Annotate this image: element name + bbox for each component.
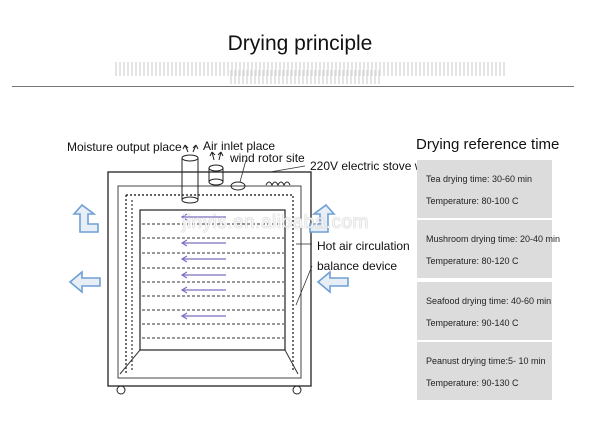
flow-arrows (180, 213, 226, 320)
card-line-time: Mushroom drying time: 20-40 min (426, 234, 561, 244)
card-line-time: Seafood drying time: 40-60 min (426, 296, 552, 306)
exhaust-arrow-right (309, 203, 336, 233)
card-line-temperature: Temperature: 80-100 C (426, 196, 519, 206)
card-line-time: Peanust drying time:5- 10 min (426, 356, 546, 366)
flow-arrow (180, 239, 226, 247)
drying-chamber (139, 209, 286, 351)
top-ports (181, 154, 246, 204)
card-line-temperature: Temperature: 90-130 C (426, 378, 519, 388)
reference-card-seafood: Seafood drying time: 40-60 min Temperatu… (417, 282, 552, 340)
moisture-port-top (181, 154, 199, 162)
title-divider (12, 86, 574, 87)
wheels (116, 385, 302, 395)
card-line-temperature: Temperature: 80-120 C (426, 256, 519, 266)
shelves (142, 223, 284, 339)
flow-arrow (180, 271, 226, 279)
chamber-edge-right (284, 349, 299, 375)
cabinet-outer (107, 171, 312, 387)
balance-device-label: balance device (317, 259, 398, 273)
outside-arrows (68, 203, 349, 294)
hot-air-duct (125, 194, 294, 374)
hot-air-label: Hot air circulation (317, 239, 410, 253)
flow-arrow (180, 255, 226, 263)
card-line-time: Tea drying time: 30-60 min (426, 174, 533, 184)
stove-wire-label: 220V electric stove wire (310, 159, 437, 173)
wheel (116, 385, 126, 395)
reference-card-peanut: Peanust drying time:5- 10 min Temperatur… (417, 342, 552, 400)
stove-wire-coil (265, 181, 291, 187)
side-arrow-right (316, 270, 349, 294)
outflow-arrows (182, 144, 224, 161)
leader-lines (239, 159, 313, 306)
watermark: jinyis.en.alibaba.com (182, 212, 369, 233)
reference-card-tea: Tea drying time: 30-60 min Temperature: … (417, 160, 552, 218)
moisture-port-bottom (181, 196, 199, 204)
wind-rotor-label: wind rotor site (230, 151, 305, 165)
cabinet-inner (117, 185, 302, 379)
reference-title: Drying reference time (416, 136, 560, 153)
wind-rotor (230, 181, 246, 191)
page-title: Drying principle (227, 32, 373, 55)
flow-arrow (180, 286, 226, 294)
card-line-temperature: Temperature: 90-140 C (426, 318, 519, 328)
faint-subtitle-text-2 (230, 70, 380, 84)
wheel (292, 385, 302, 395)
faint-subtitle-text (115, 62, 505, 76)
moisture-output-label: Moisture output place (67, 140, 182, 154)
exhaust-arrow-left (72, 203, 99, 233)
side-arrow-left (68, 270, 101, 294)
air-inlet-label: Air inlet place (203, 139, 276, 153)
flow-arrow (180, 312, 226, 320)
reference-card-mushroom: Mushroom drying time: 20-40 min Temperat… (417, 220, 560, 278)
chamber-edge-left (119, 349, 141, 375)
flow-arrow (180, 213, 226, 221)
air-inlet-port (208, 164, 224, 172)
